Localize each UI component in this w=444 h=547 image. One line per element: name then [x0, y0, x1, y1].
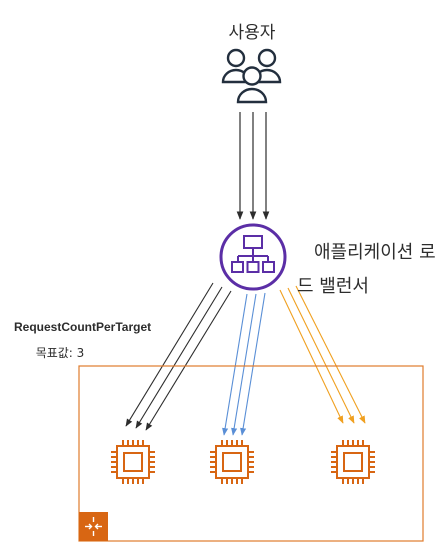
alb-to-instance-1-arrows	[125, 282, 232, 431]
alb-to-instance-3-arrows	[279, 285, 366, 424]
ec2-instance-icon	[111, 440, 155, 484]
ec2-instance-icon	[331, 440, 375, 484]
load-balancer-label-line2: 드 밸런서	[297, 276, 369, 297]
scaling-metric-name: RequestCountPerTarget	[14, 320, 152, 334]
auto-scaling-group-box	[78, 365, 424, 542]
users-icon	[221, 48, 282, 104]
users-label: 사용자	[228, 23, 276, 43]
auto-scaling-group-icon	[79, 512, 108, 541]
ec2-instance-icon	[210, 440, 254, 484]
load-balancer-icon	[219, 223, 287, 291]
alb-to-instance-2-arrows	[222, 292, 266, 436]
load-balancer-label-line1: 애플리케이션 로	[314, 242, 436, 263]
scaling-metric-target: 목표값: 3	[35, 346, 85, 360]
users-to-alb-arrows	[236, 112, 270, 220]
